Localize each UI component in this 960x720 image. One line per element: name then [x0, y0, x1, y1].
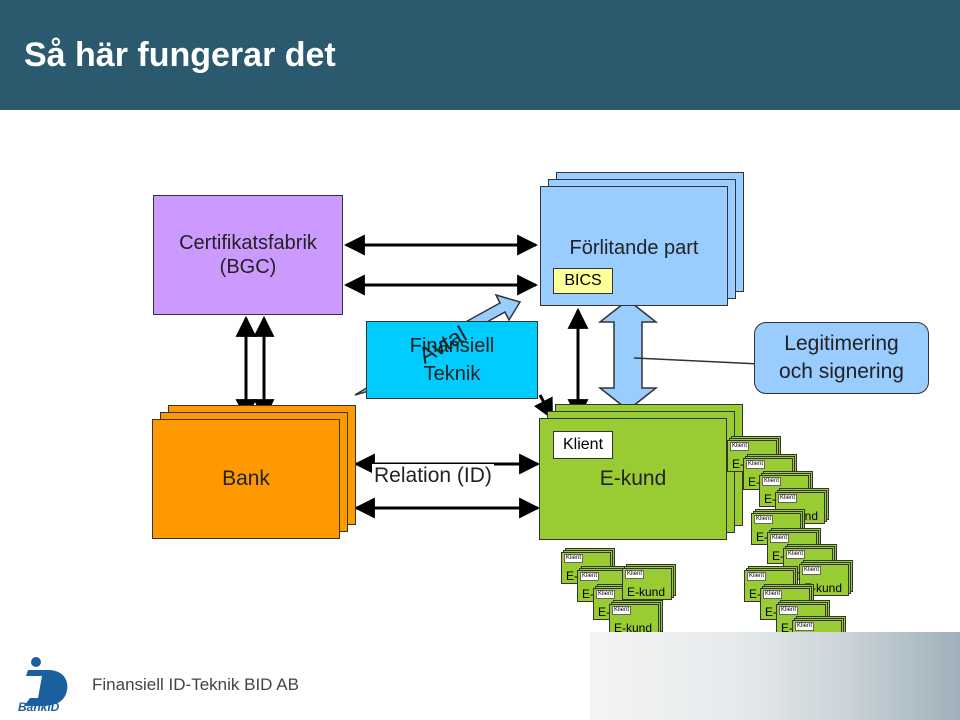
client-label: E-kund	[599, 467, 667, 490]
mini-client-tag: Klient	[802, 566, 822, 575]
bics-tag: BICS	[553, 268, 613, 294]
certificate-line2: (BGC)	[219, 256, 277, 278]
mini-client-tag: Klient	[580, 572, 600, 581]
fin-teknik-box: Finansiell Teknik	[366, 321, 538, 399]
bankid-logo	[24, 657, 68, 706]
legitimering-callout: Legitimering och signering	[754, 322, 929, 394]
client-tag: Klient	[553, 431, 613, 459]
mini-client-tag: Klient	[596, 590, 616, 599]
company-name: Finansiell ID-Teknik BID AB	[92, 675, 299, 694]
callout-pointer	[633, 357, 761, 365]
mini-client-tag: Klient	[747, 572, 767, 581]
mini-client-tag: Klient	[786, 550, 806, 559]
mini-client-tag: Klient	[770, 534, 790, 543]
fin-teknik-line2: Teknik	[423, 363, 481, 385]
title-bar	[0, 0, 960, 110]
mini-client-tag: Klient	[730, 442, 750, 451]
bank-box: Bank	[152, 419, 340, 539]
mini-client-tag: Klient	[795, 622, 815, 631]
block-arrow-vertical	[597, 299, 659, 411]
mini-client-tag: Klient	[625, 570, 645, 579]
mini-client-tag: Klient	[778, 494, 798, 503]
mini-client-tag: Klient	[754, 515, 774, 524]
mini-client-tag: Klient	[564, 554, 584, 563]
certificate-factory-box: Certifikatsfabrik (BGC)	[153, 195, 343, 315]
page-title: Så här fungerar det	[24, 36, 336, 74]
mini-client-tag: Klient	[762, 477, 782, 486]
fin-teknik-line1: Finansiell	[409, 335, 495, 357]
mini-client-tag: Klient	[612, 606, 632, 615]
relation-label: Relation (ID)	[372, 464, 494, 488]
mini-client-label: E-kund	[627, 585, 666, 599]
bank-label: Bank	[222, 467, 270, 490]
bankid-logo-text: BankID	[18, 700, 60, 714]
relying-party-label: Förlitande part	[569, 237, 699, 259]
certificate-line1: Certifikatsfabrik	[179, 232, 317, 254]
legit-line1: Legitimering	[784, 332, 899, 355]
legit-line2: och signering	[779, 360, 904, 383]
mini-client-tag: Klient	[763, 590, 783, 599]
mini-client-label: E-kund	[614, 621, 653, 635]
footer-photo	[590, 632, 960, 720]
mini-client-tag: Klient	[779, 606, 799, 615]
mini-client-tag: Klient	[746, 460, 766, 469]
